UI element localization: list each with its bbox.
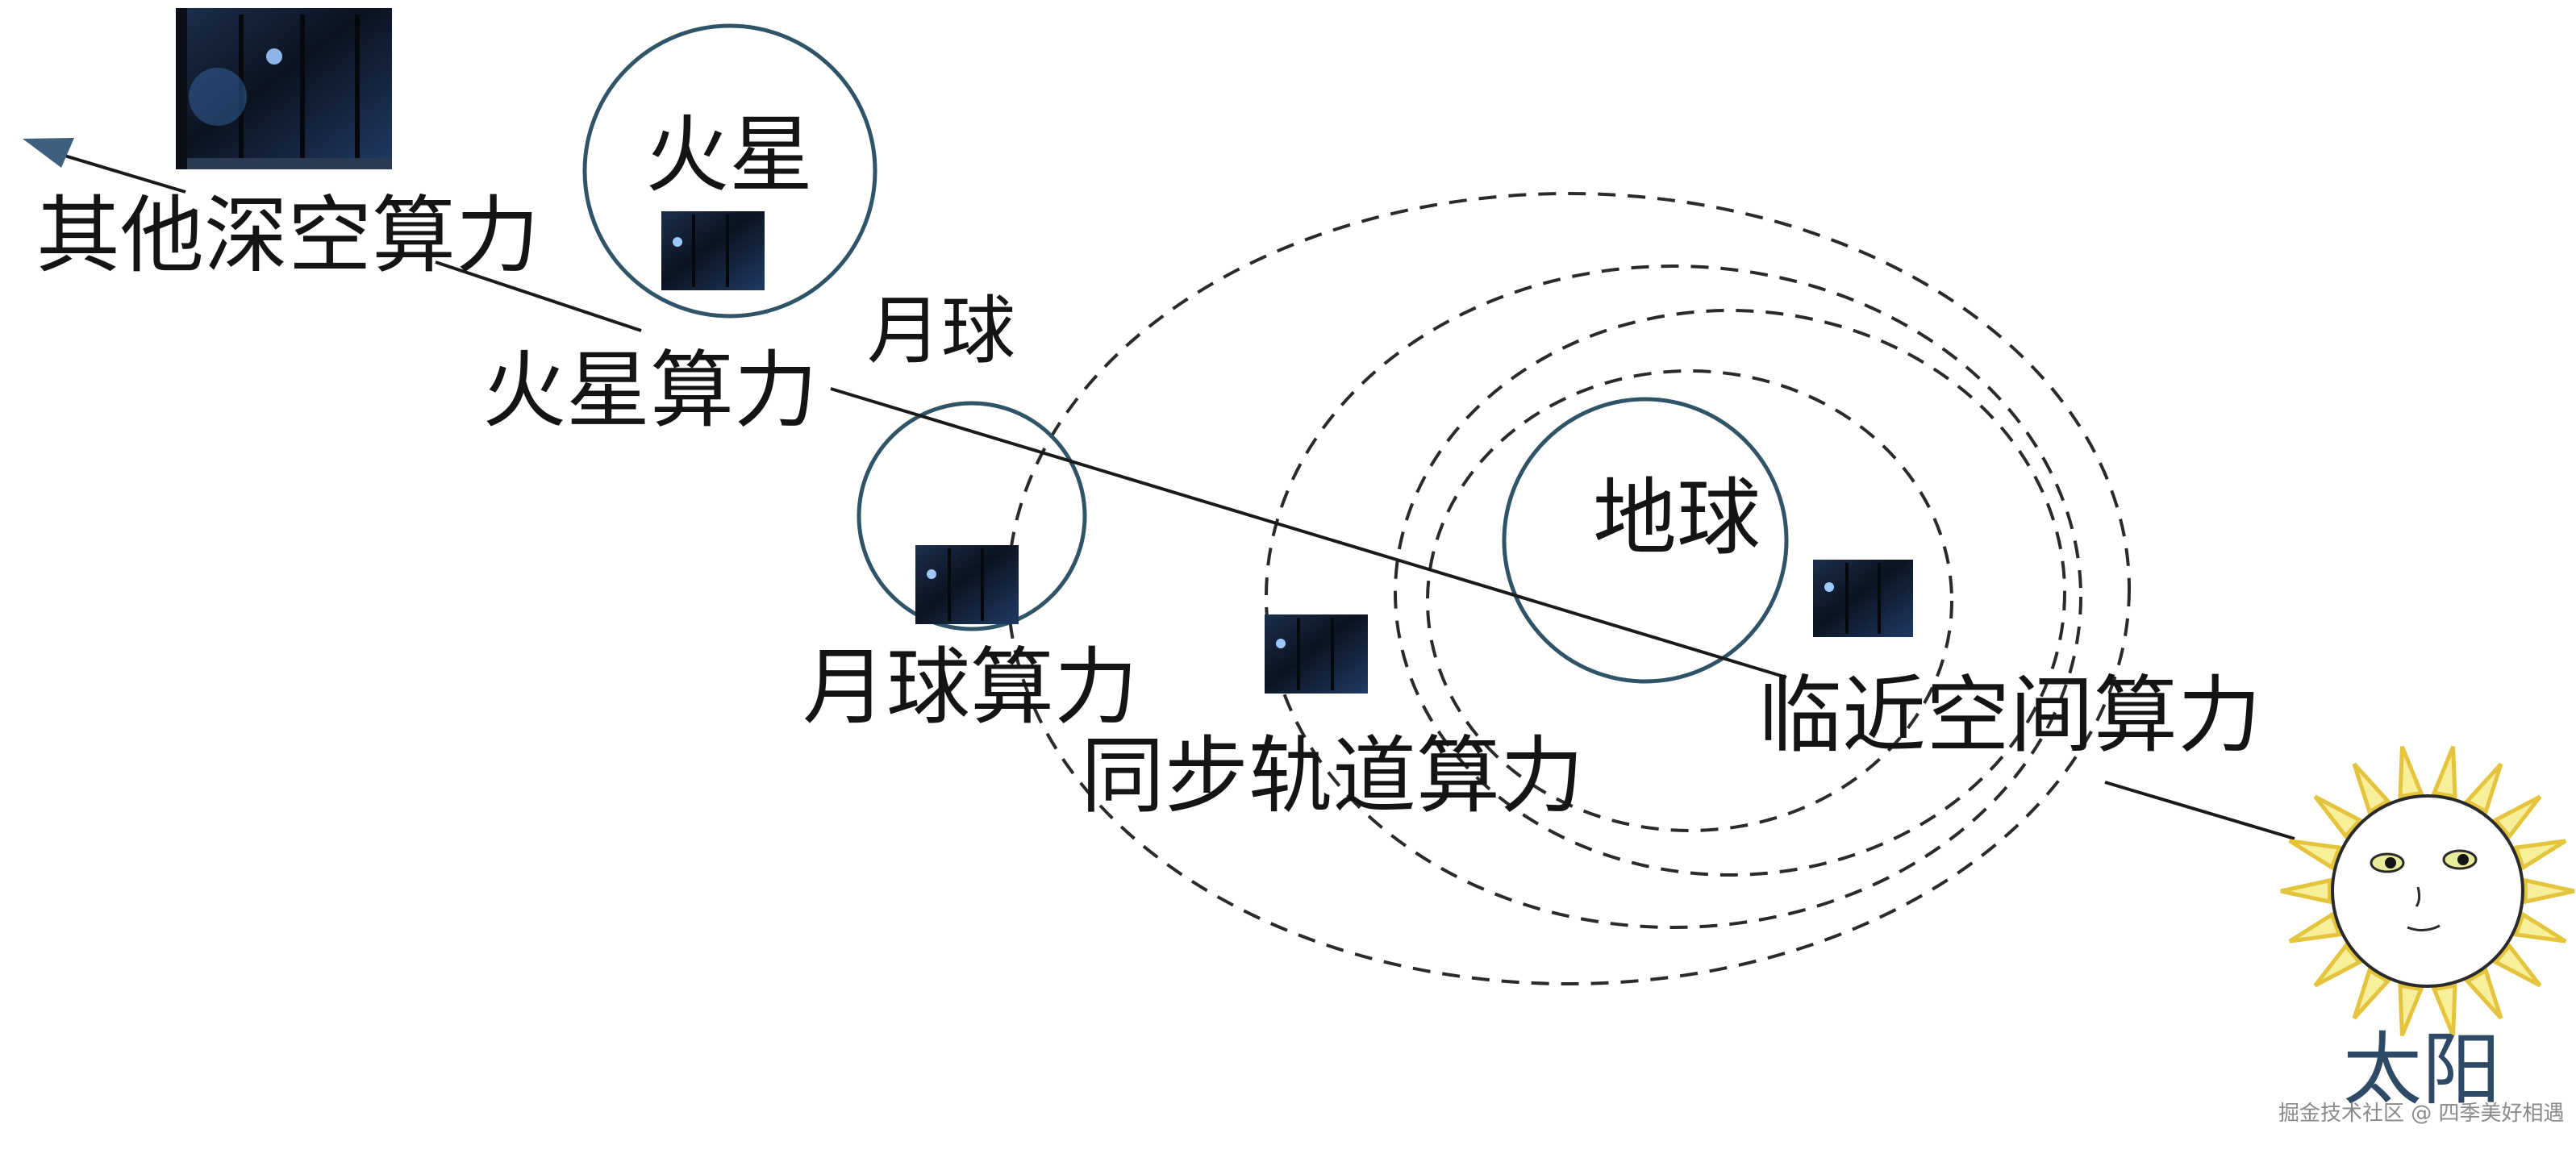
sun-rays — [2280, 745, 2575, 1037]
arrow-shaft — [56, 152, 186, 194]
sun-ray — [2513, 911, 2567, 943]
sun-ray — [2398, 983, 2424, 1037]
sun-label: 太阳 — [2343, 1024, 2502, 1116]
sun-icon — [2280, 745, 2575, 1037]
sun-ray — [2288, 911, 2342, 943]
mars-label: 火星 — [645, 106, 814, 204]
trajectory-line — [56, 152, 2295, 840]
sun-face — [2331, 794, 2524, 988]
sun-ray — [2431, 983, 2457, 1037]
outer-orbit — [1007, 192, 2131, 985]
sun-mouth — [2407, 924, 2441, 931]
middle-orbit — [1394, 309, 2066, 877]
sun-ray — [2464, 762, 2503, 815]
watermark: 掘金技术社区 @ 四季美好相遇 — [2278, 1102, 2565, 1126]
sun-nose — [2415, 886, 2421, 907]
line-to-sun — [2104, 781, 2295, 840]
inner-orbit — [1426, 369, 1953, 832]
moon-label: 月球 — [867, 288, 1016, 374]
sun-ray — [2288, 839, 2342, 871]
earth-label: 地球 — [1593, 469, 1761, 567]
geo-orbit — [1265, 265, 2082, 929]
sun-ray — [2313, 942, 2363, 988]
mars-compute-label: 火星算力 — [482, 341, 819, 439]
other-deep-space-compute-label: 其他深空算力 — [36, 186, 540, 285]
deep-space-server-icon — [176, 8, 392, 169]
server-rack-icon-near-space — [1813, 560, 1913, 637]
sun-ray — [2398, 745, 2424, 799]
server-rack-icon-geo — [1265, 614, 1368, 694]
earth-circle — [1502, 397, 1789, 684]
line-to-mars — [435, 260, 642, 332]
mars-circle — [582, 23, 877, 319]
sun-ray — [2513, 839, 2567, 871]
sun-ray — [2431, 745, 2457, 799]
sun-ray — [2492, 942, 2542, 988]
geo-compute-label: 同步轨道算力 — [1081, 727, 1585, 825]
sun-ray — [2492, 794, 2542, 840]
server-rack-icon-mars — [661, 211, 765, 290]
arrow-icon — [23, 138, 74, 168]
orbit-group — [1007, 192, 2131, 985]
sun-ray — [2523, 877, 2575, 905]
sun-ray — [2352, 967, 2391, 1020]
sun-ray — [2352, 762, 2391, 815]
sun-ray — [2280, 877, 2332, 905]
sun-ray — [2313, 794, 2363, 840]
moon-circle — [857, 401, 1087, 631]
sun-ray — [2464, 967, 2503, 1020]
moon-compute-label: 月球算力 — [802, 638, 1139, 736]
line-main — [830, 387, 1787, 679]
server-rack-icon-moon — [915, 545, 1019, 624]
near-space-compute-label: 临近空间算力 — [1758, 666, 2262, 764]
